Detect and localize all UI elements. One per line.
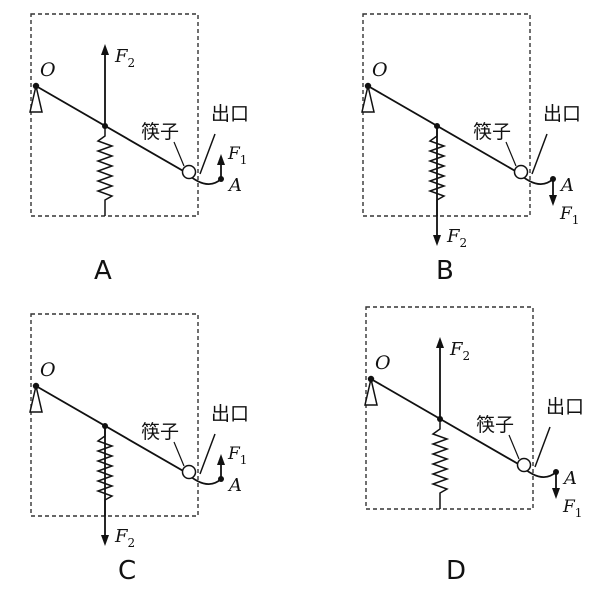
- option-panel-d: O F2 筷子 出口 A F1: [364, 306, 584, 520]
- outlet-edge: [534, 426, 551, 468]
- option-panel-b: O F2 筷子 出口 A F1: [361, 13, 581, 250]
- option-panel-c: O F2 筷子 出口 A F1: [29, 313, 249, 550]
- force-f2-label: F2: [114, 46, 135, 70]
- force-f2-arrow: [436, 337, 444, 419]
- force-f2-label: F2: [449, 339, 470, 363]
- outlet-edge: [199, 433, 216, 475]
- chopstick-ball: [516, 457, 532, 473]
- option-letter: C: [118, 556, 136, 586]
- option-panel-a: O F2 筷子 出口 A F1: [29, 13, 249, 217]
- spring: [95, 126, 115, 216]
- option-letter: B: [436, 256, 454, 286]
- spring: [430, 419, 450, 509]
- pivot-label: O: [372, 59, 388, 81]
- point-a-label: A: [227, 475, 242, 496]
- outlet-label: 出口: [211, 103, 249, 125]
- force-f1-label: F1: [227, 144, 247, 167]
- pivot-support-icon: [29, 385, 43, 413]
- outlet-edge: [531, 133, 548, 175]
- force-f1-arrow: [549, 179, 557, 206]
- chopstick-leader-line: [173, 441, 185, 467]
- pivot-support-icon: [364, 378, 378, 406]
- chopstick-ball: [181, 164, 197, 180]
- point-a-label: A: [227, 175, 242, 196]
- option-letter: D: [446, 556, 466, 586]
- container-box: [365, 306, 534, 510]
- chopstick-ball: [181, 464, 197, 480]
- chopsticks-label: 筷子: [473, 121, 511, 143]
- force-f1-arrow: [552, 472, 560, 499]
- pivot-label: O: [40, 59, 56, 81]
- force-f1-label: F1: [562, 497, 582, 520]
- outlet-label: 出口: [543, 103, 581, 125]
- container-box: [362, 13, 531, 217]
- chopsticks-label: 筷子: [141, 421, 179, 443]
- pivot-label: O: [375, 352, 391, 374]
- force-f1-arrow: [217, 154, 225, 179]
- force-f2-label: F2: [114, 526, 135, 550]
- force-f2-label: F2: [446, 226, 467, 250]
- force-f2-arrow: [101, 44, 109, 126]
- force-f1-label: F1: [559, 204, 579, 227]
- outlet-label: 出口: [546, 396, 584, 418]
- pivot-label: O: [40, 359, 56, 381]
- chopsticks-label: 筷子: [141, 121, 179, 143]
- point-a-label: A: [559, 175, 574, 196]
- force-f1-arrow: [217, 454, 225, 479]
- container-box: [30, 13, 199, 217]
- option-letter: A: [94, 256, 112, 286]
- chopsticks-label: 筷子: [476, 414, 514, 436]
- chopstick-leader-line: [173, 141, 185, 167]
- container-box: [30, 313, 199, 517]
- pivot-support-icon: [29, 85, 43, 113]
- chopstick-leader-line: [505, 141, 517, 167]
- chopstick-leader-line: [508, 434, 520, 460]
- pivot-support-icon: [361, 85, 375, 113]
- chopstick-ball: [513, 164, 529, 180]
- force-f2-arrow: [101, 426, 109, 546]
- outlet-label: 出口: [211, 403, 249, 425]
- outlet-edge: [199, 133, 216, 175]
- point-a-label: A: [562, 468, 577, 489]
- force-f1-label: F1: [227, 444, 247, 467]
- force-f2-arrow: [433, 126, 441, 246]
